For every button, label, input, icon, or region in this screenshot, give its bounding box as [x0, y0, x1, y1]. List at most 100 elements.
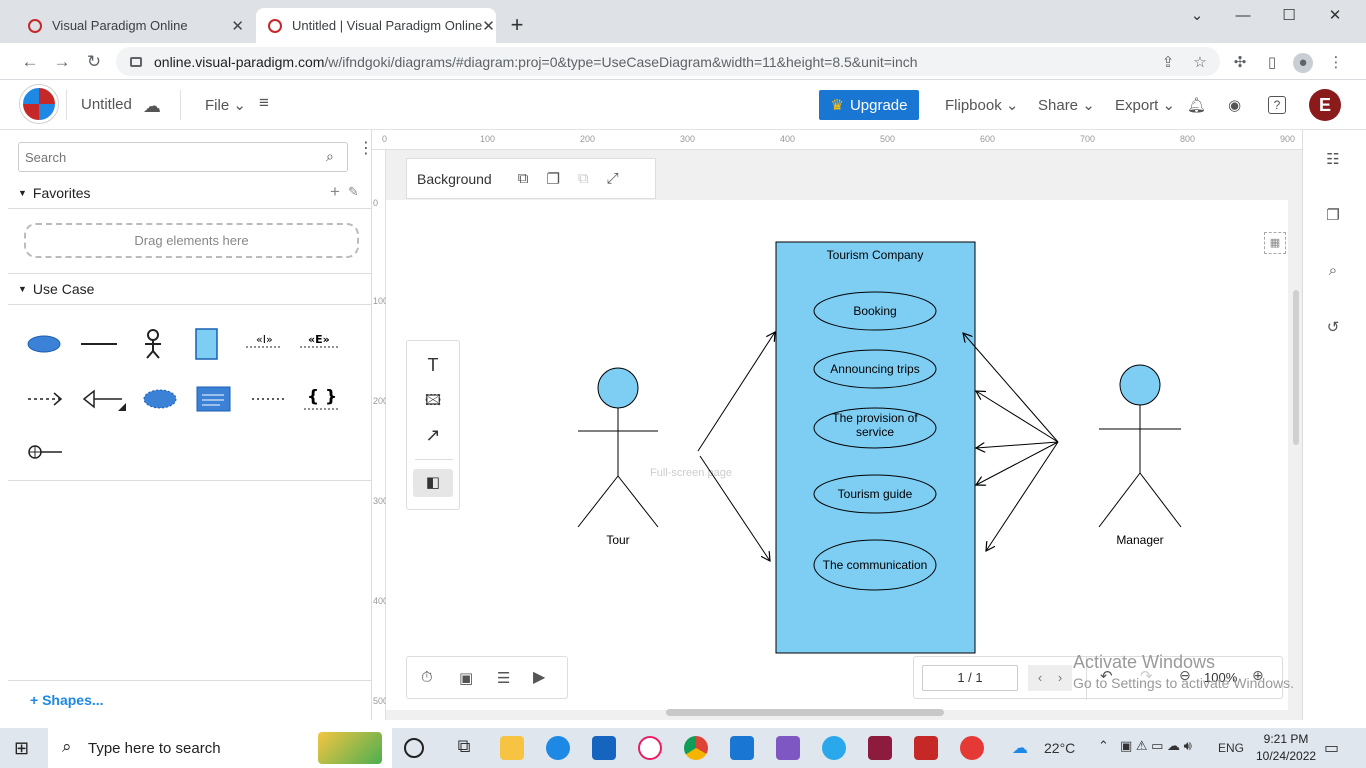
taskbar-search[interactable]: ⌕ Type here to search	[48, 728, 392, 768]
minimize-button[interactable]: —	[1235, 7, 1251, 24]
kebab-menu-icon[interactable]: ⋮	[358, 140, 374, 157]
page-setup-icon[interactable]: ⤢	[606, 170, 619, 187]
history-icon[interactable]: ↺	[1326, 319, 1340, 336]
play-icon[interactable]: ▶	[533, 669, 546, 686]
visual-studio-icon[interactable]	[776, 736, 800, 760]
eye-icon[interactable]: ◉	[1228, 97, 1242, 114]
vertical-scrollbar[interactable]	[1293, 290, 1299, 445]
address-bar[interactable]: online.visual-paradigm.com/w/ifndgoki/di…	[116, 47, 1220, 76]
connector-manager-5[interactable]	[986, 441, 1059, 551]
vp-logo-icon[interactable]	[20, 85, 58, 123]
connector-manager-3[interactable]	[976, 441, 1059, 448]
add-page-icon[interactable]: ⧉	[517, 170, 529, 187]
cloud-icon[interactable]: ☁	[143, 96, 161, 116]
file-explorer-icon[interactable]	[500, 736, 524, 760]
horizontal-scrollbar[interactable]	[666, 709, 944, 716]
redo-icon[interactable]: ↷	[1140, 668, 1153, 685]
use-case-booking[interactable]: Booking	[813, 291, 937, 331]
winrar-icon[interactable]	[868, 736, 892, 760]
task-view-icon[interactable]: ⧉	[457, 736, 471, 756]
bell-icon[interactable]: 🔔︎	[1187, 97, 1207, 114]
reload-icon[interactable]: ↻	[86, 52, 102, 71]
page-number-input[interactable]: 1 / 1	[922, 665, 1018, 691]
system-boundary-shape[interactable]	[195, 328, 218, 360]
comment-icon[interactable]: ☰	[497, 670, 511, 687]
pencil-icon[interactable]: ✎	[348, 184, 359, 199]
delete-page-icon[interactable]: ⧉	[577, 170, 589, 187]
next-page-icon[interactable]: ›	[1048, 665, 1072, 691]
use-case-provision-of-service[interactable]: The provision of service	[813, 407, 937, 449]
panel-toggle-icon[interactable]: ◧	[413, 469, 453, 497]
actor-manager[interactable]: Manager	[1098, 364, 1182, 547]
avatar[interactable]: E	[1309, 89, 1341, 121]
upgrade-button[interactable]: ♛Upgrade	[819, 90, 919, 120]
search-icon[interactable]: ⌕	[326, 148, 334, 164]
actor-shape[interactable]	[145, 329, 161, 359]
edge-icon[interactable]	[546, 736, 570, 760]
favorites-drop-zone[interactable]: Drag elements here	[24, 223, 359, 258]
use-case-announcing-trips[interactable]: Announcing trips	[813, 349, 937, 389]
export-menu[interactable]: Export ⌄	[1115, 97, 1176, 114]
page-format-icon[interactable]: ▦	[1264, 232, 1286, 254]
connector-manager-4[interactable]	[976, 441, 1059, 485]
new-tab-button[interactable]: +	[510, 12, 524, 37]
background-button[interactable]: Background	[417, 170, 492, 187]
file-menu[interactable]: File ⌄	[205, 97, 246, 114]
add-icon[interactable]: +	[330, 182, 340, 201]
zoom-out-icon[interactable]: ⊖	[1179, 667, 1191, 683]
note-shape[interactable]	[196, 386, 231, 412]
collaboration-shape[interactable]	[143, 389, 177, 409]
search-input[interactable]	[18, 142, 348, 172]
profile-icon[interactable]: ●	[1293, 53, 1313, 73]
chrome-icon[interactable]	[684, 736, 708, 760]
zoom-level[interactable]: 100%	[1204, 670, 1238, 685]
connector-tour-bottom[interactable]	[699, 455, 770, 561]
extend-shape[interactable]: «E»	[300, 333, 338, 348]
close-icon[interactable]: ✕	[482, 17, 495, 35]
taskbar-clock[interactable]: 9:21 PM 10/24/2022	[1256, 731, 1316, 765]
mail-icon[interactable]	[592, 736, 616, 760]
back-arrow-icon[interactable]: ←	[21, 52, 39, 71]
hamburger-menu-icon[interactable]: ≡	[259, 93, 269, 112]
include-shape[interactable]: «I»	[246, 333, 282, 348]
use-case-header[interactable]: ▼ Use Case	[8, 273, 371, 305]
kebab-menu-icon[interactable]: ⋮	[1328, 54, 1344, 71]
tab-untitled[interactable]: Untitled | Visual Paradigm Online ✕	[256, 8, 496, 43]
video-icon[interactable]: ▣	[459, 670, 474, 687]
side-panel-icon[interactable]: ▯	[1267, 54, 1277, 71]
connector-tour-top[interactable]	[697, 332, 775, 452]
tray-chevron-icon[interactable]: ⌃	[1098, 738, 1109, 753]
tab-visual-paradigm[interactable]: Visual Paradigm Online ✕	[16, 8, 256, 43]
language-indicator[interactable]: ENG	[1218, 741, 1245, 755]
notification-icon[interactable]: ▭	[1324, 740, 1340, 757]
text-tool-icon[interactable]: T	[427, 355, 439, 375]
favorites-header[interactable]: ▼ Favorites	[8, 177, 371, 209]
windows-start-icon[interactable]: ⊞	[14, 738, 30, 758]
document-title[interactable]: Untitled	[81, 96, 132, 113]
connector-manager-1[interactable]	[963, 333, 1059, 443]
image-tool-icon[interactable]: 🖾	[424, 392, 442, 409]
duplicate-page-icon[interactable]: ❐	[546, 170, 560, 188]
pages-icon[interactable]: ❐	[1326, 207, 1340, 224]
interface-shape[interactable]	[28, 445, 62, 459]
help-icon[interactable]: ?	[1268, 96, 1286, 114]
chevron-down-icon[interactable]: ⌄	[1190, 7, 1204, 24]
maximize-button[interactable]: ☐	[1282, 7, 1296, 24]
use-case-oval-shape[interactable]	[27, 335, 61, 353]
settings-sliders-icon[interactable]: ☷	[1326, 151, 1340, 168]
generalization-shape[interactable]	[82, 389, 126, 411]
share-menu[interactable]: Share ⌄	[1038, 97, 1095, 114]
use-case-tourism-guide[interactable]: Tourism guide	[813, 474, 937, 514]
share-icon[interactable]: ⇪	[1161, 54, 1175, 71]
dependency-shape[interactable]	[28, 392, 63, 406]
weather-temp[interactable]: 22°C	[1044, 740, 1076, 756]
window-close-button[interactable]: ✕	[1328, 7, 1342, 24]
more-shapes-link[interactable]: + Shapes...	[30, 692, 104, 708]
close-icon[interactable]: ✕	[231, 17, 244, 35]
flipbook-menu[interactable]: Flipbook ⌄	[945, 97, 1019, 114]
timer-icon[interactable]: ⏱	[421, 669, 433, 686]
zoom-in-icon[interactable]: ⊕	[1252, 667, 1264, 683]
extensions-icon[interactable]: ✣	[1233, 54, 1247, 71]
cortana-icon[interactable]	[404, 738, 424, 758]
visual-paradigm-icon[interactable]	[960, 736, 984, 760]
